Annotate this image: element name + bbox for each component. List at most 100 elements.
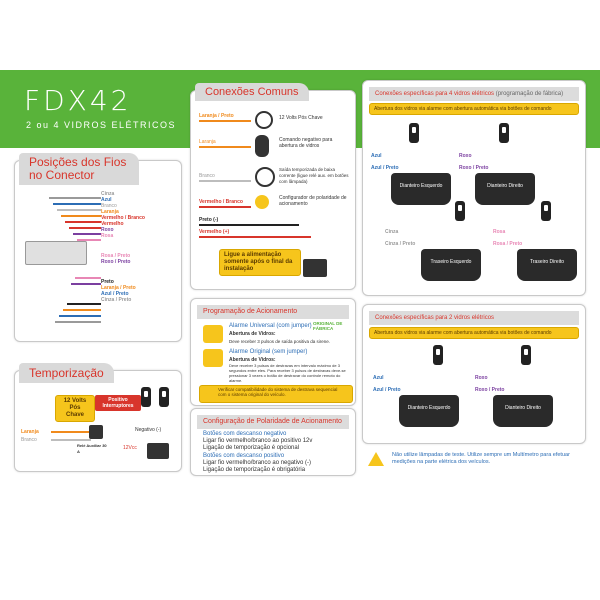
door-name: Traseiro Esquerdo [430, 259, 472, 265]
wire-label: Roxo / Preto [101, 259, 131, 265]
wire-line [59, 315, 101, 317]
battery-icon [303, 259, 327, 277]
jumper-icon [203, 349, 223, 367]
negativo-label: Negativo (-) [135, 427, 162, 433]
door-name: Dianteiro Direito [505, 405, 541, 411]
door-wire-2: Azul / Preto [371, 165, 399, 171]
relay-label: Relé Auxiliar 30 A [77, 443, 107, 454]
door-wire-2: Azul / Preto [373, 387, 401, 393]
laranja-label: Laranja [21, 429, 39, 435]
product-subtitle: 2 ou 4 VIDROS ELÉTRICOS [26, 120, 177, 130]
door-wire-2: Roxo / Preto [475, 387, 505, 393]
polaridade-line: Botões com descanso negativo [203, 431, 287, 437]
wire-label: Preto [101, 279, 114, 285]
conexao-wire: Preto (-) [199, 217, 219, 223]
conexao-desc: 12 Volts Pós Chave [279, 115, 323, 121]
quatro-title-text: Conexões específicas para 4 vidros elétr… [375, 91, 495, 97]
programacao-panel: Programação de Acionamento Alarme Univer… [190, 298, 356, 406]
universal-title: Alarme Universal (com jumper) [229, 323, 312, 329]
key-icon [255, 111, 273, 129]
wire-label: Rosa / Preto [101, 253, 131, 259]
conexoes-note: Ligue a alimentação somente após o final… [219, 249, 301, 276]
wire-line [199, 236, 311, 238]
wire-list: Cinza Azul Branco Laranja Vermelho / Bra… [101, 191, 181, 303]
wire-label: Roxo [101, 227, 114, 233]
wire-line [57, 209, 101, 211]
product-logo: FDX42 [24, 84, 132, 117]
door-wire-2: Rosa / Preto [493, 241, 523, 247]
wire-line [65, 221, 101, 223]
dois-title: Conexões específicas para 2 vidros elétr… [369, 311, 579, 325]
door-dianteiro-direito: Dianteiro Direito [493, 395, 553, 427]
dois-banner: Abertura dos vidros via alarme com abert… [369, 327, 579, 339]
door-dianteiro-esquerdo: Dianteiro Esquerdo [399, 395, 459, 427]
wire-label: Azul [101, 197, 112, 203]
jumper-icon [255, 195, 269, 209]
door-wire-1: Roxo [459, 153, 472, 159]
wire-line [67, 303, 101, 305]
quatro-banner: Abertura dos vidros via alarme com abert… [369, 103, 579, 115]
wire-label: Rosa [101, 233, 114, 239]
conexao-wire: Vermelho / Branco [199, 199, 243, 205]
conexao-wire: Vermelho (+) [199, 229, 230, 235]
door-wire-1: Azul [371, 153, 382, 159]
wire-line [63, 309, 101, 311]
dois-vidros-panel: Conexões específicas para 2 vidros elétr… [362, 304, 586, 444]
door-dianteiro-direito: Dianteiro Direito [475, 173, 535, 205]
door-wire-2: Roxo / Preto [459, 165, 489, 171]
switch-icon [499, 123, 509, 143]
quatro-vidros-panel: Conexões específicas para 4 vidros elétr… [362, 80, 586, 296]
warning-icon [368, 452, 384, 466]
programacao-warning-text: Verificar compatibilidade do sistema de … [218, 387, 338, 397]
wire-line [71, 283, 101, 285]
switch-icon [141, 387, 151, 407]
wire-label: Cinza [101, 191, 115, 197]
wire-line [49, 197, 101, 199]
programacao-warning: Verificar compatibilidade do sistema de … [199, 385, 353, 403]
wire-label: Branco [101, 203, 117, 209]
universal-sub: Abertura de Vidros: [229, 331, 276, 337]
quatro-title: Conexões específicas para 4 vidros elétr… [369, 87, 579, 101]
wire-label: Vermelho / Branco [101, 215, 145, 221]
conexao-wire: Laranja / Preto [199, 113, 234, 119]
wire-line [199, 224, 299, 226]
wire-line [199, 120, 251, 122]
door-name: Traseiro Direito [530, 259, 564, 265]
original-desc: Deve receber 3 pulsos de destravas em in… [229, 363, 346, 383]
wire-label: Laranja / Preto [101, 285, 136, 291]
original-title: Alarme Original (sem jumper) [229, 349, 308, 355]
switch-icon [541, 201, 551, 221]
wire-line [51, 431, 91, 433]
wire-line [53, 203, 101, 205]
battery-icon [147, 443, 169, 459]
door-name: Dianteiro Esquerdo [399, 183, 443, 189]
wire-line [61, 215, 101, 217]
conexoes-title: Conexões Comuns [195, 83, 309, 101]
wire-label: Cinza / Preto [101, 297, 132, 303]
door-name: Dianteiro Esquerdo [407, 405, 451, 411]
posicoes-title: Posições dos Fios no Conector [19, 153, 139, 185]
remote-icon [255, 135, 269, 157]
polaridade-line: Ligar fio vermelho/branco ao positivo 12… [203, 438, 313, 444]
door-traseiro-direito: Traseiro Direito [517, 249, 577, 281]
posicoes-panel: Posições dos Fios no Conector Cinza Azul… [14, 153, 182, 342]
branco-label: Branco [21, 437, 37, 443]
temporizacao-title: Temporização [19, 363, 114, 383]
box-positivo: Positivo Interruptores [95, 395, 141, 411]
polaridade-line: Ligação de temporização é opcional [203, 445, 300, 451]
wire-line [77, 239, 101, 241]
polaridade-line: Botões com descanso positivo [203, 453, 285, 459]
door-name: Dianteiro Direito [487, 183, 523, 189]
universal-tag: ORIGINAL DE FÁBRICA [313, 321, 343, 331]
wire-line [199, 146, 251, 148]
wire-line [199, 180, 251, 182]
switch-icon [159, 387, 169, 407]
wire-label: Vermelho [101, 221, 124, 227]
door-wire-1: Rosa [493, 229, 506, 235]
timer-icon [255, 167, 275, 187]
door-dianteiro-esquerdo: Dianteiro Esquerdo [391, 173, 451, 205]
door-traseiro-esquerdo: Traseiro Esquerdo [421, 249, 481, 281]
footer-warning: Não utilize lâmpadas de teste. Utilize s… [362, 448, 584, 472]
programacao-title: Programação de Acionamento [197, 305, 349, 319]
box-12v: 12 Volts Pós Chave [55, 395, 95, 422]
